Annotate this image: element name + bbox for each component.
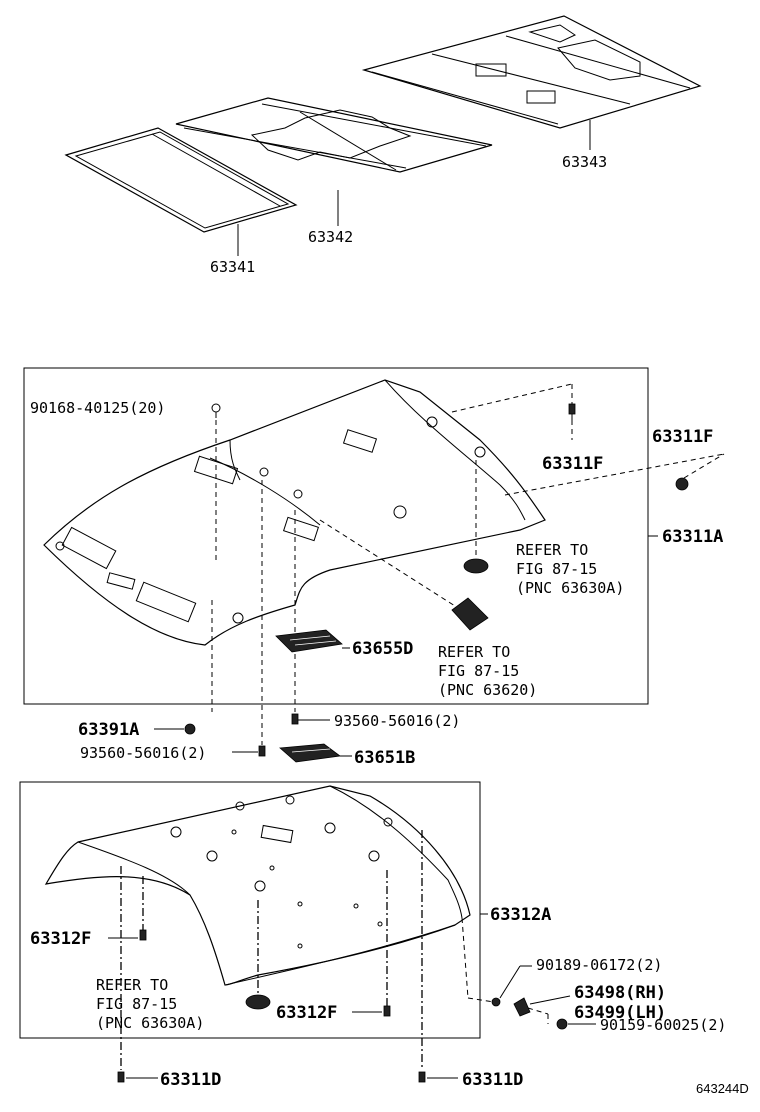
figure-code: 643244D	[696, 1081, 749, 1096]
refer-note-63620: REFER TO FIG 87-15 (PNC 63620)	[438, 643, 537, 699]
clip-63312F-center	[383, 1005, 391, 1017]
label-63499-lh: 63499(LH)	[574, 1003, 666, 1023]
grommet-63630A-lower	[245, 994, 271, 1010]
pad-63655D	[275, 629, 343, 653]
label-63311F-upper: 63311F	[542, 454, 603, 474]
label-90159-60025: 90159-60025(2)	[600, 1016, 726, 1034]
label-63312F-center: 63312F	[276, 1003, 337, 1023]
grommet-63630A-upper	[463, 558, 489, 574]
label-63311D-left: 63311D	[160, 1070, 221, 1090]
label-63312A: 63312A	[490, 905, 551, 925]
label-90168-40125: 90168-40125(20)	[30, 399, 165, 417]
label-63311D-right: 63311D	[462, 1070, 523, 1090]
screw-63391A	[184, 723, 196, 735]
refer-note-63630A-lower: REFER TO FIG 87-15 (PNC 63630A)	[96, 976, 204, 1032]
clip-63311D-left	[117, 1071, 125, 1083]
label-63311A: 63311A	[662, 527, 723, 547]
roof-panel-63342	[175, 97, 493, 173]
label-93560-56016-lower: 93560-56016(2)	[80, 744, 206, 762]
roof-panel-63341	[64, 127, 298, 233]
refer-line: (PNC 63630A)	[96, 1014, 204, 1032]
label-63391A: 63391A	[78, 720, 139, 740]
label-63311F-side: 63311F	[652, 427, 713, 447]
pad-63651B	[279, 743, 342, 763]
headliner-63312A	[44, 785, 471, 986]
holder-63498-63499	[513, 997, 531, 1017]
roof-panel-63343	[361, 15, 702, 129]
screw-93560-lower	[258, 745, 266, 757]
refer-line: (PNC 63620)	[438, 681, 537, 699]
refer-line: FIG 87-15	[96, 995, 177, 1013]
label-63342: 63342	[308, 228, 353, 246]
refer-line: FIG 87-15	[438, 662, 519, 680]
screw-90168	[211, 403, 221, 418]
label-63341: 63341	[210, 258, 255, 276]
clip-63311D-right	[418, 1071, 426, 1083]
label-63312F-left: 63312F	[30, 929, 91, 949]
label-63498-rh: 63498(RH)	[574, 983, 666, 1003]
label-63655D: 63655D	[352, 639, 413, 659]
refer-line: (PNC 63630A)	[516, 579, 624, 597]
label-63343: 63343	[562, 153, 607, 171]
screw-93560-upper	[291, 713, 299, 725]
refer-line: REFER TO	[516, 541, 588, 559]
label-63651B: 63651B	[354, 748, 415, 768]
screw-90189	[491, 997, 501, 1007]
label-90189-06172: 90189-06172(2)	[536, 956, 662, 974]
clip-63311F-upper	[568, 403, 576, 420]
refer-note-63630A-upper: REFER TO FIG 87-15 (PNC 63630A)	[516, 541, 624, 597]
refer-line: REFER TO	[438, 643, 510, 661]
refer-line: FIG 87-15	[516, 560, 597, 578]
bracket-63620	[451, 597, 489, 631]
label-93560-56016-upper: 93560-56016(2)	[334, 712, 460, 730]
rear-headliner-frame	[19, 781, 481, 1039]
clip-63311F-side	[675, 477, 689, 491]
screw-90159	[556, 1018, 568, 1030]
refer-line: REFER TO	[96, 976, 168, 994]
clip-63312F-left	[139, 929, 147, 941]
